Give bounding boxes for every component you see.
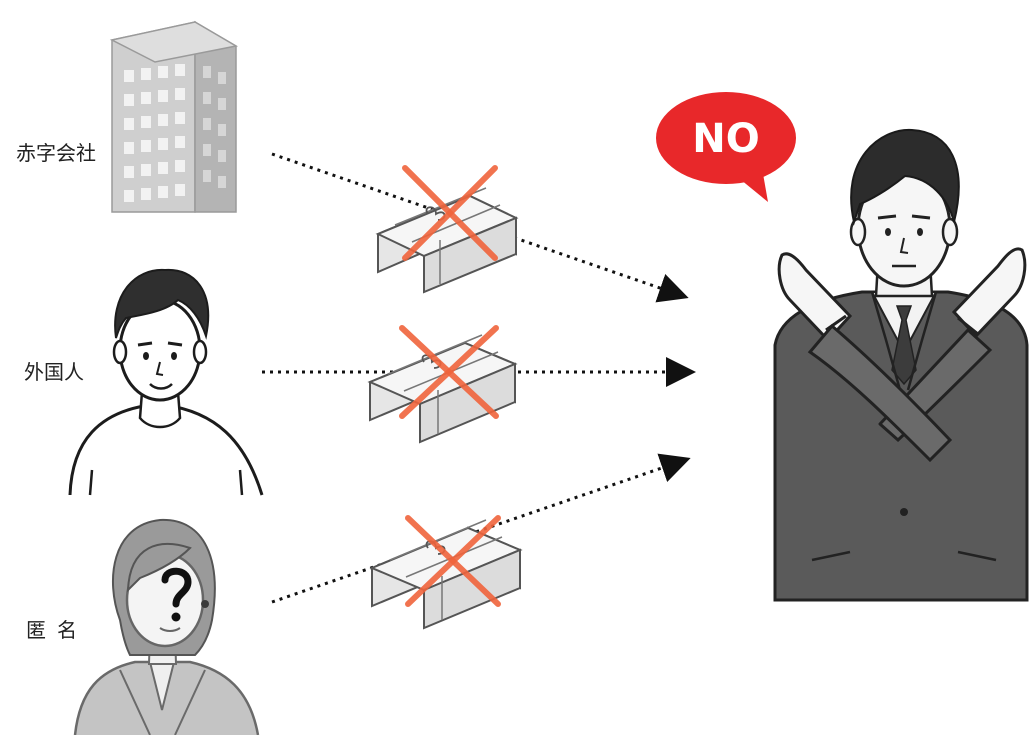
gift-box-icon xyxy=(370,335,515,442)
foreign-person-icon xyxy=(70,270,262,495)
sender-label-anonymous: 匿名 xyxy=(26,620,88,640)
speech-bubble: NO xyxy=(656,92,796,202)
anonymous-person-icon xyxy=(75,520,258,735)
sender-label-company: 赤字会社 xyxy=(16,143,96,163)
sender-label-foreigner: 外国人 xyxy=(24,362,84,382)
crossed-arms-man-icon xyxy=(775,130,1027,600)
office-building-icon xyxy=(112,22,236,212)
gift-box-icon xyxy=(378,188,516,292)
speech-bubble-text: NO xyxy=(692,116,759,162)
gift-box-icon xyxy=(372,520,520,628)
